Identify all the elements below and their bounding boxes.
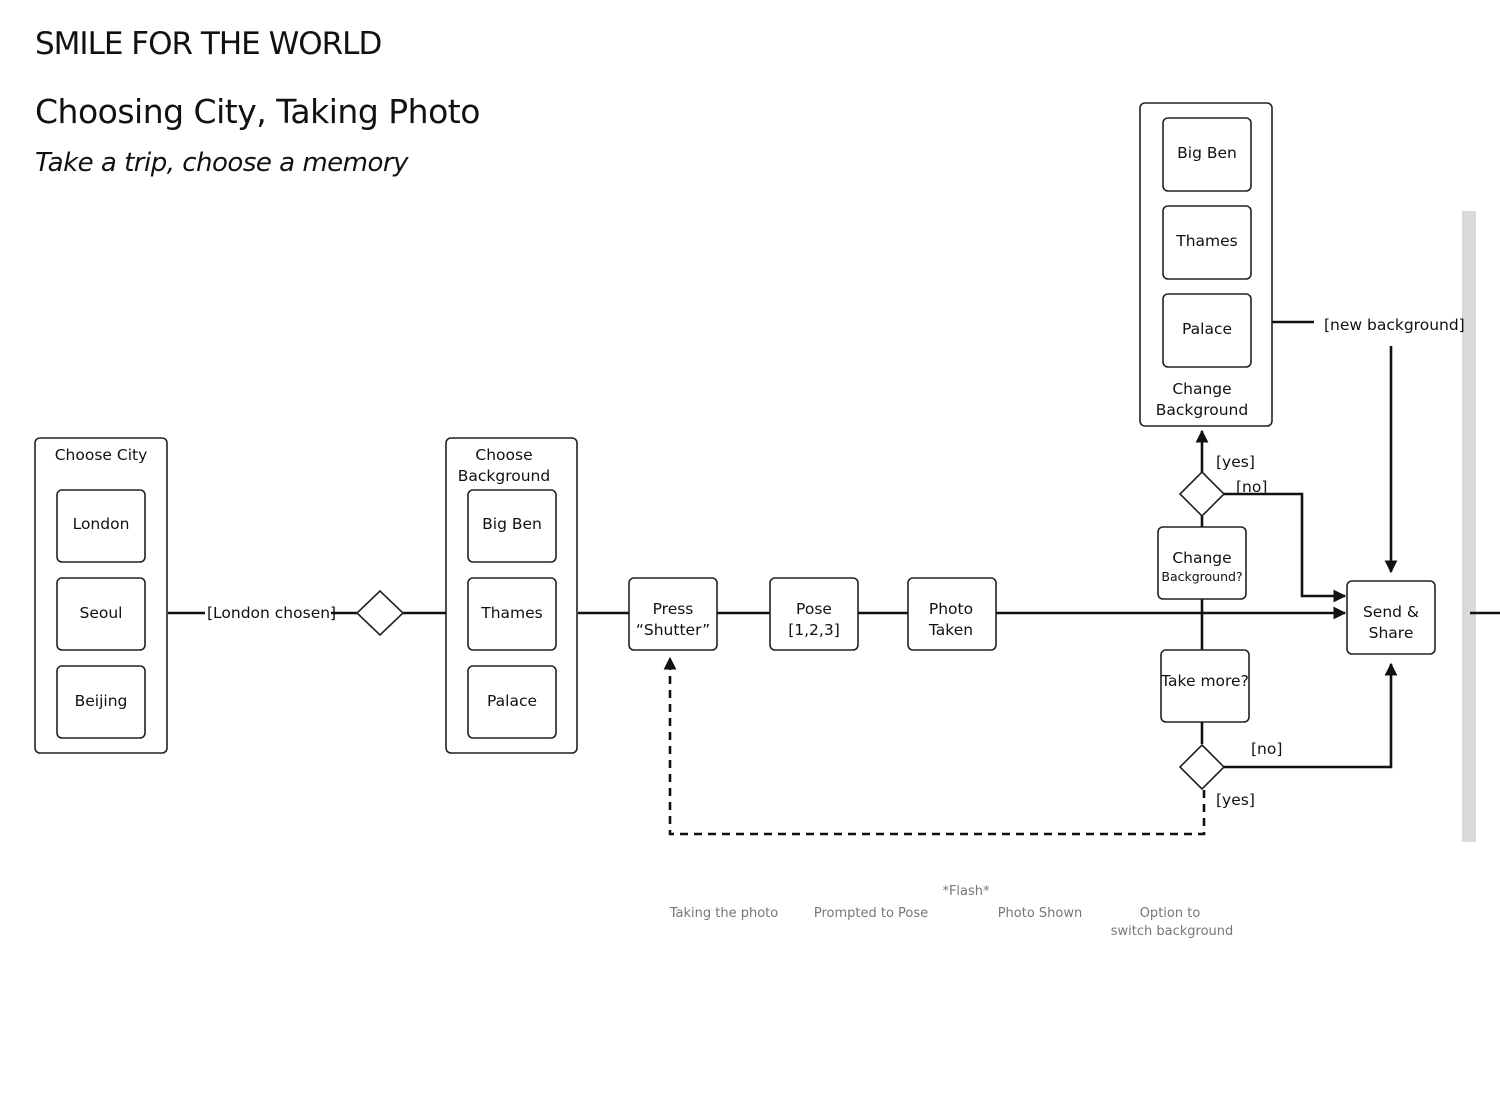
- decision-diamond-city: [355, 589, 405, 637]
- decision-diamond-change-background: [1178, 470, 1226, 518]
- arrow-yes-take-more: [663, 656, 1206, 836]
- city-option-beijing[interactable]: Beijing: [56, 665, 146, 739]
- guard-no-change-background: [no]: [1236, 478, 1267, 496]
- change-background-option-thames[interactable]: Thames: [1162, 205, 1252, 280]
- svg-text:Palace: Palace: [1182, 320, 1232, 338]
- arrow-no-take-more: [1224, 662, 1398, 769]
- decision-diamond-take-more: [1178, 743, 1226, 791]
- caption-option-switch: Option to: [1140, 906, 1201, 921]
- svg-text:Taken: Taken: [928, 621, 973, 639]
- svg-text:Background: Background: [1156, 401, 1248, 419]
- swimlane-bar: [1462, 211, 1476, 842]
- choose-background-label: Choose: [475, 446, 532, 464]
- caption-photo-shown: Photo Shown: [998, 906, 1083, 921]
- press-shutter-node[interactable]: Press “Shutter”: [628, 577, 718, 651]
- svg-text:Palace: Palace: [487, 692, 537, 710]
- svg-text:Background: Background: [458, 467, 550, 485]
- change-background-option-big-ben[interactable]: Big Ben: [1162, 117, 1252, 192]
- svg-text:Pose: Pose: [796, 600, 832, 618]
- guard-yes-take-more: [yes]: [1216, 791, 1255, 809]
- svg-text:Take more?: Take more?: [1160, 672, 1249, 690]
- photo-taken-node: Photo Taken: [907, 577, 997, 651]
- london-chosen-guard: [London chosen]: [207, 604, 336, 622]
- choose-background-group: Choose Background Big Ben Thames Palace: [445, 437, 578, 754]
- page-title: SMILE FOR THE WORLD: [35, 26, 382, 62]
- svg-text:Send &: Send &: [1363, 603, 1419, 621]
- page-subtitle: Choosing City, Taking Photo: [35, 92, 480, 131]
- guard-yes-change-background: [yes]: [1216, 453, 1255, 471]
- svg-text:Background?: Background?: [1161, 569, 1242, 584]
- change-background-group: Big Ben Thames Palace Change Background: [1139, 102, 1273, 427]
- svg-text:Thames: Thames: [480, 604, 543, 622]
- svg-text:Big Ben: Big Ben: [482, 515, 542, 533]
- svg-text:Thames: Thames: [1175, 232, 1238, 250]
- choose-city-label: Choose City: [55, 446, 148, 464]
- page-tagline: Take a trip, choose a memory: [35, 148, 408, 178]
- change-background-question-node: Change Background?: [1157, 526, 1247, 600]
- pose-node: Pose [1,2,3]: [769, 577, 859, 651]
- city-option-seoul[interactable]: Seoul: [56, 577, 146, 651]
- svg-text:Big Ben: Big Ben: [1177, 144, 1237, 162]
- send-share-node[interactable]: Send & Share: [1346, 580, 1436, 655]
- guard-no-take-more: [no]: [1251, 740, 1282, 758]
- svg-text:Seoul: Seoul: [80, 604, 123, 622]
- caption-taking-photo: Taking the photo: [669, 906, 779, 921]
- svg-text:Change: Change: [1172, 549, 1231, 567]
- svg-text:London: London: [73, 515, 130, 533]
- change-background-label: Change: [1172, 380, 1231, 398]
- take-more-node: Take more?: [1160, 649, 1250, 723]
- arrow-no-to-send-share: [1224, 492, 1347, 603]
- svg-text:Beijing: Beijing: [75, 692, 128, 710]
- svg-text:switch background: switch background: [1111, 924, 1234, 939]
- change-background-option-palace[interactable]: Palace: [1162, 293, 1252, 368]
- background-option-thames[interactable]: Thames: [467, 577, 557, 651]
- guard-new-background: [new background]: [1324, 316, 1465, 334]
- svg-text:Photo: Photo: [929, 600, 973, 618]
- svg-text:“Shutter”: “Shutter”: [636, 621, 710, 639]
- svg-text:Press: Press: [653, 600, 694, 618]
- svg-text:[1,2,3]: [1,2,3]: [788, 621, 840, 639]
- city-option-london[interactable]: London: [56, 489, 146, 563]
- background-option-palace[interactable]: Palace: [467, 665, 557, 739]
- background-option-big-ben[interactable]: Big Ben: [467, 489, 557, 563]
- caption-flash: *Flash*: [942, 884, 990, 899]
- svg-text:Share: Share: [1369, 624, 1414, 642]
- choose-city-group: Choose City London Seoul Beijing: [34, 437, 168, 754]
- caption-prompted-pose: Prompted to Pose: [814, 906, 928, 921]
